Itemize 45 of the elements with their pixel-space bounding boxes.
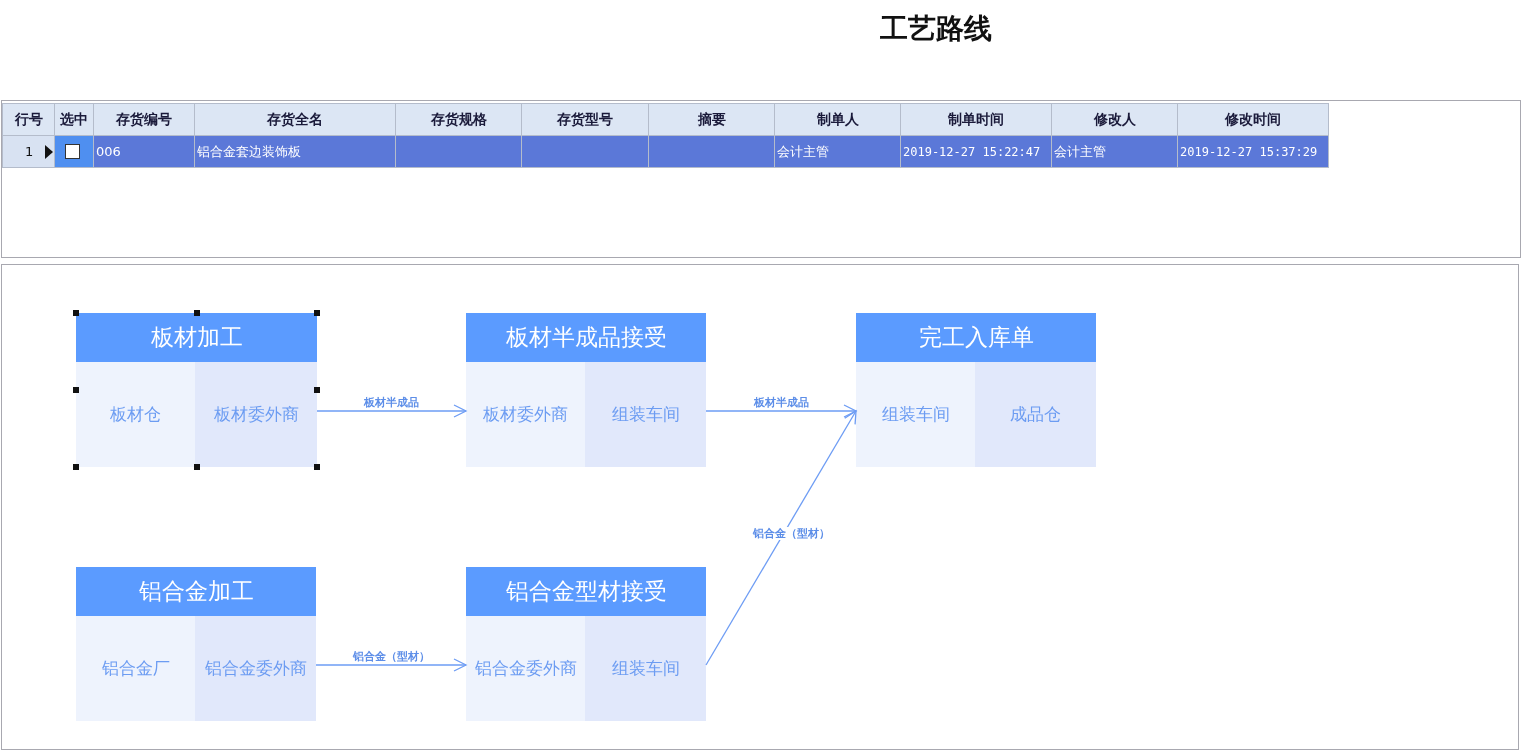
process-card: [856, 313, 1096, 467]
table-cell: 会计主管: [774, 135, 901, 168]
card-title: 铝合金型材接受: [466, 567, 706, 616]
column-header: 存货编号: [93, 103, 195, 136]
card-title: 板材加工: [76, 313, 317, 362]
destination-cell: 组装车间: [585, 362, 706, 467]
process-card: [466, 567, 706, 721]
arrow: [705, 404, 857, 418]
page-title: 工艺路线: [880, 11, 992, 47]
source-cell: 板材委外商: [466, 362, 585, 467]
card-title: 完工入库单: [856, 313, 1096, 362]
source-cell: 铝合金厂: [76, 616, 195, 721]
arrow: [316, 404, 467, 418]
column-header: 制单时间: [900, 103, 1052, 136]
column-header: 存货规格: [395, 103, 522, 136]
column-header: 存货型号: [521, 103, 649, 136]
table-cell: 2019-12-27 15:37:29: [1177, 135, 1329, 168]
table-cell: 会计主管: [1051, 135, 1178, 168]
column-header: 修改人: [1051, 103, 1178, 136]
card-title: 铝合金加工: [76, 567, 316, 616]
edge-label: 板材半成品: [752, 396, 810, 409]
row-number: 1: [25, 144, 34, 159]
column-header: 摘要: [648, 103, 775, 136]
destination-cell: 组装车间: [585, 616, 706, 721]
process-card: [466, 313, 706, 467]
column-header: 修改时间: [1177, 103, 1329, 136]
table-cell: 2019-12-27 15:22:47: [900, 135, 1052, 168]
process-card: [76, 567, 316, 721]
column-header: 制单人: [774, 103, 901, 136]
column-header: 存货全名: [194, 103, 396, 136]
source-cell: 铝合金委外商: [466, 616, 585, 721]
destination-cell: 成品仓: [975, 362, 1096, 467]
process-card: [76, 313, 317, 467]
arrow: [315, 658, 467, 672]
arrow: [705, 410, 857, 666]
table-cell: 006: [93, 135, 195, 168]
destination-cell: 铝合金委外商: [195, 616, 316, 721]
table-cell: 铝合金套边装饰板: [194, 135, 396, 168]
source-cell: 板材仓: [76, 362, 195, 467]
column-header: 行号: [2, 103, 55, 136]
source-cell: 组装车间: [856, 362, 975, 467]
card-title: 板材半成品接受: [466, 313, 706, 362]
column-header: 选中: [54, 103, 94, 136]
edge-label: 板材半成品: [363, 396, 420, 409]
destination-cell: 板材委外商: [195, 362, 317, 467]
